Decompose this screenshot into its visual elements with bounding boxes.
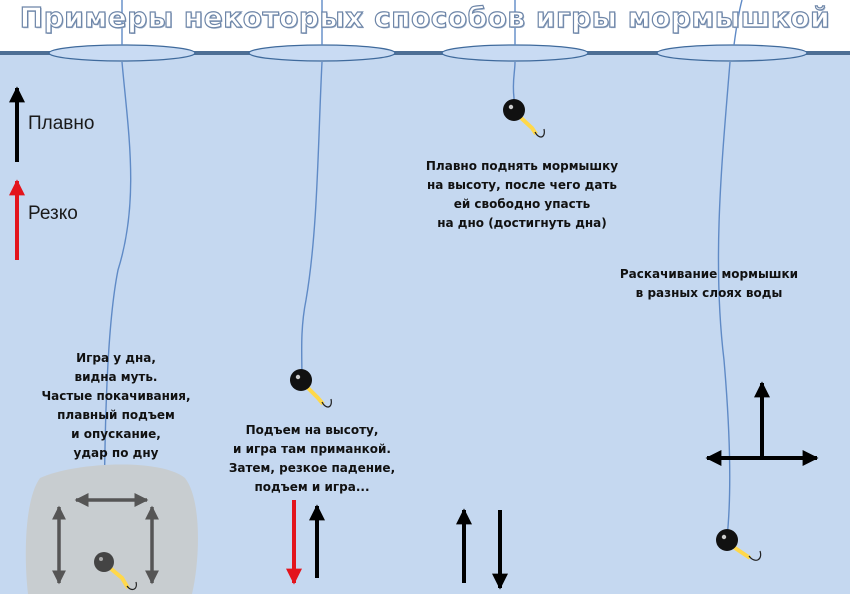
legend-sharp-label: Резко [28,203,78,224]
method-3-caption: Плавно поднять мормышку на высоту, после… [425,159,619,230]
jig-1 [94,552,137,591]
ice-hole-4 [656,44,808,62]
ice-hole-3 [441,44,589,62]
method-1-caption: Игра у дна, видна муть. Частые покачиван… [41,351,191,460]
method-4-caption: Раскачивание мормышки в разных слоях вод… [619,267,799,300]
murk-cloud [25,464,198,594]
jig-3 [503,99,545,138]
fishing-line-1 [103,0,132,561]
ice-hole-2 [248,44,396,62]
page-title: Примеры некоторых способов игры мормышко… [19,0,831,34]
jig-2 [290,369,332,408]
fishing-line-3 [512,0,516,108]
legend-smooth-label: Плавно [28,113,95,134]
fishing-line-4 [717,0,743,539]
ice-surface-line [0,51,850,55]
fishing-line-2 [300,0,323,381]
jig-4 [716,529,762,561]
method-2-caption: Подъем на высоту, и игра там приманкой. … [228,423,396,494]
ice-hole-1 [48,44,196,62]
